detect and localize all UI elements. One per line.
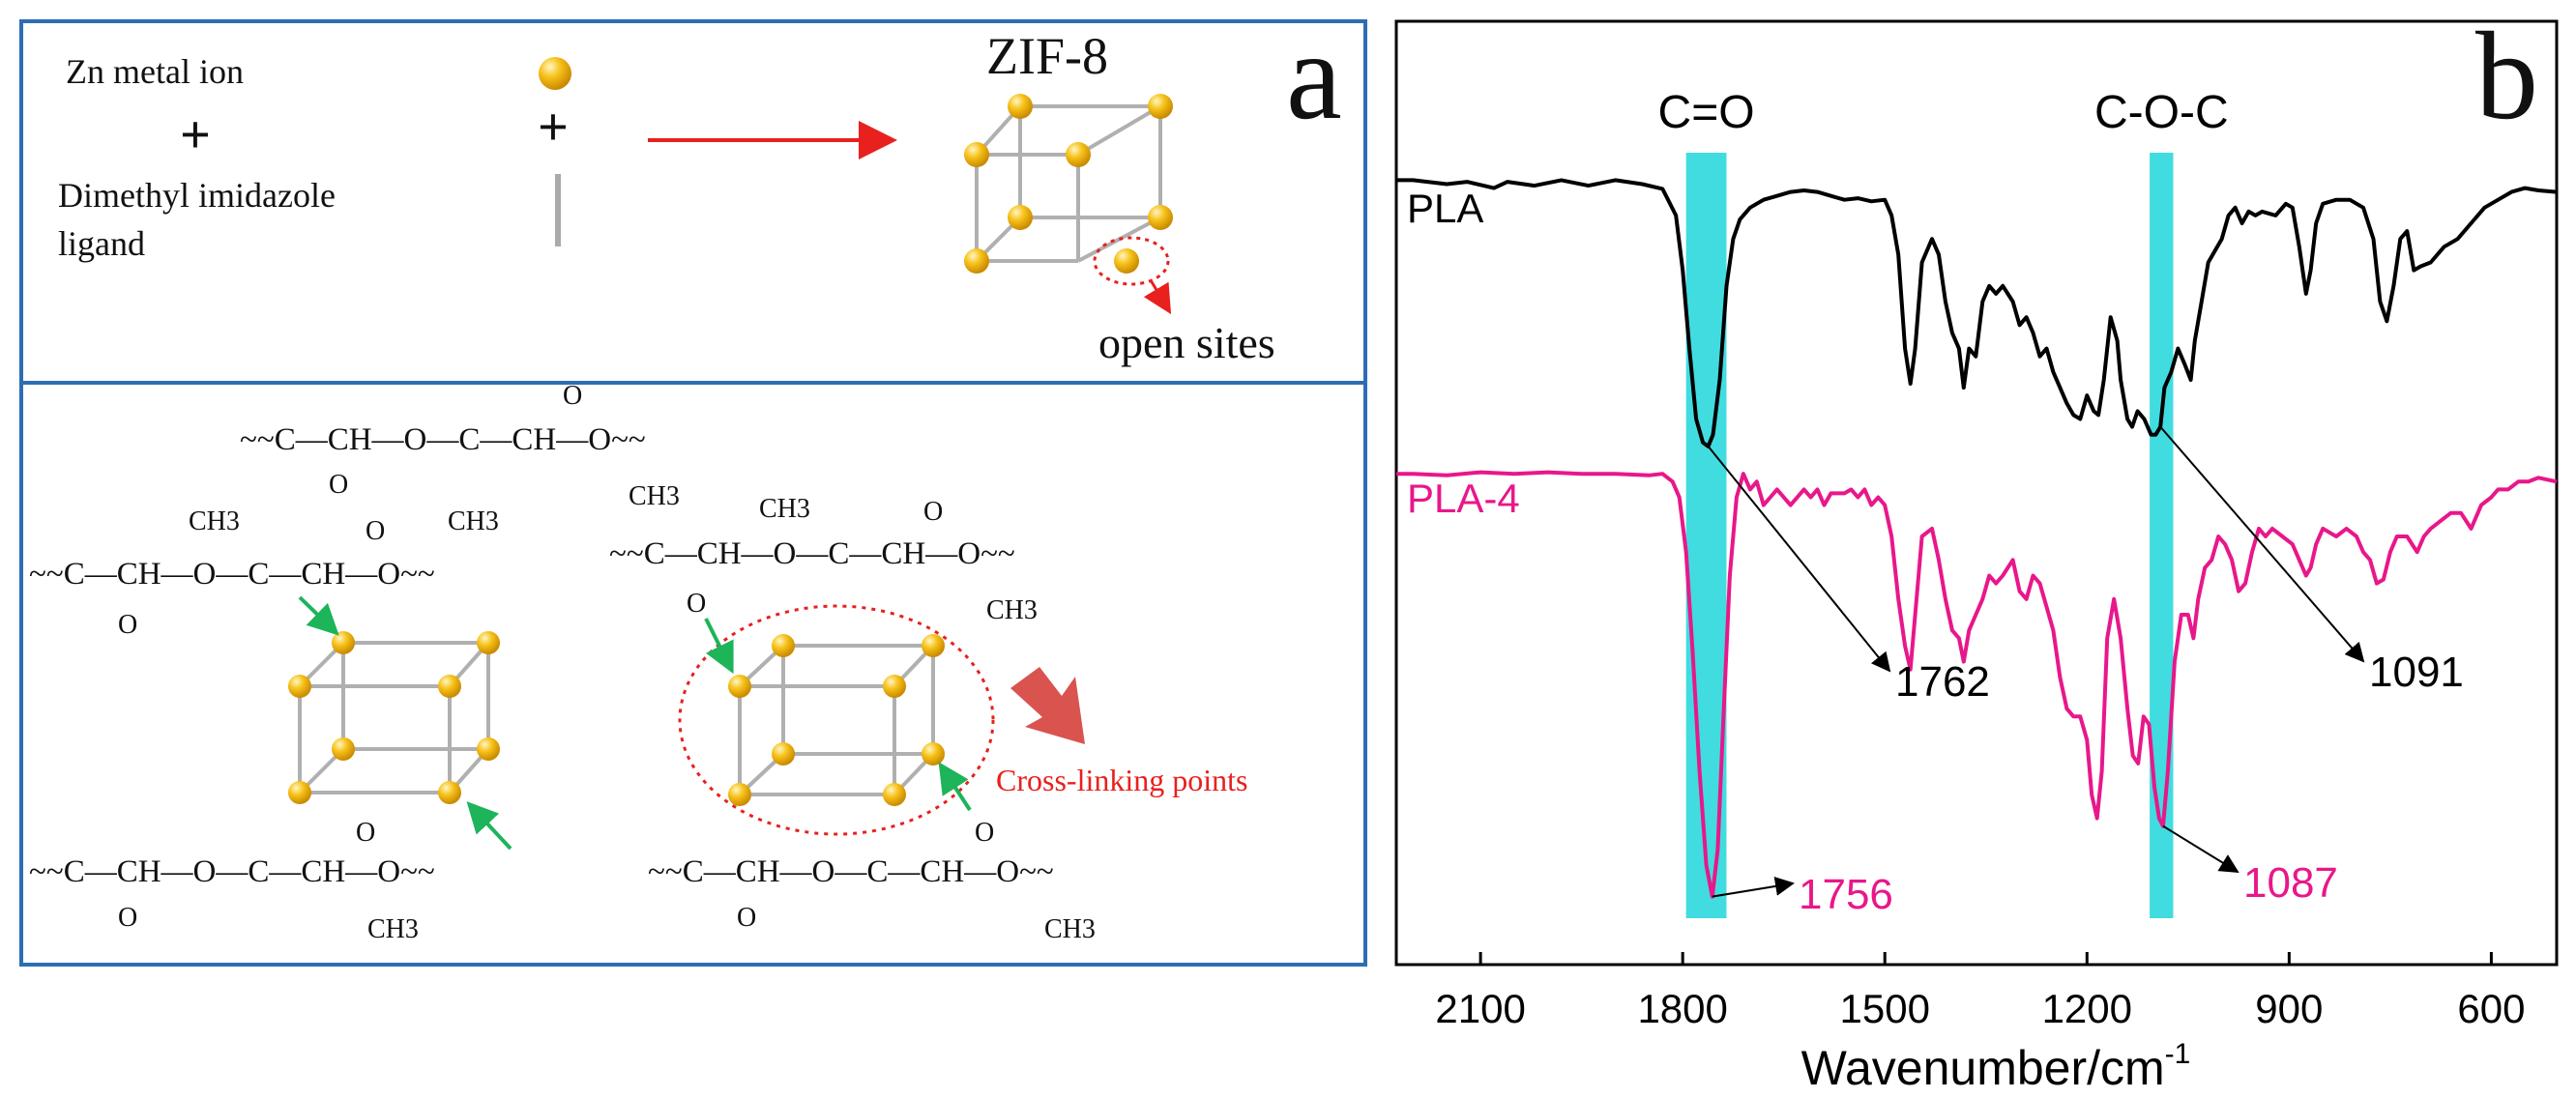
zif8-cube-right-icon	[738, 644, 935, 796]
green-arrow-3	[704, 618, 734, 675]
svg-text:O: O	[356, 818, 375, 848]
annotation-label-0: 1762	[1895, 658, 1990, 706]
series-line-pla-4	[1396, 470, 2558, 899]
annotation-arrow-0	[1707, 446, 1891, 673]
panel-a-bottom-frame	[19, 381, 1367, 967]
zif8-cube-icon	[975, 104, 1162, 263]
crosslink-highlight	[678, 604, 995, 836]
svg-text:CH3: CH3	[1044, 914, 1096, 944]
annotation-arrow-1	[2159, 425, 2365, 663]
annotation-label-2: 1756	[1799, 871, 1893, 918]
open-sites-arrow	[1143, 279, 1172, 315]
x-tick-label-5: 600	[2457, 986, 2525, 1031]
spectrum-curves	[1396, 178, 2558, 899]
pla-chain-2: CH3 CH3 O ~~C—CH—O—C—CH—O~~ O	[29, 506, 499, 640]
peak-annotations: 1762 1091 1756 1087	[1707, 425, 2464, 918]
svg-text:CH3: CH3	[367, 914, 419, 944]
crosslink-arrow-icon	[1010, 667, 1085, 744]
band-label-1: C-O-C	[2094, 87, 2229, 138]
annotation-arrow-3	[2162, 824, 2239, 874]
pla-chain-3: CH3 O ~~C—CH—O—C—CH—O~~ O CH3	[609, 494, 1038, 625]
svg-text:O: O	[366, 516, 385, 546]
chart-frame	[1394, 19, 2559, 967]
crosslink-label: Cross-linking points	[996, 763, 1247, 797]
pla-chain-4: O ~~C—CH—O—C—CH—O~~ O CH3	[29, 818, 435, 944]
annotation-label-1: 1091	[2369, 649, 2464, 696]
green-arrow-2	[466, 801, 512, 851]
pla-chain-5: O ~~C—CH—O—C—CH—O~~ O CH3	[648, 818, 1096, 944]
svg-text:O: O	[329, 470, 348, 500]
svg-text:O: O	[563, 381, 582, 411]
plus-sign: +	[180, 105, 211, 165]
x-tick-label-3: 1200	[2042, 986, 2132, 1031]
svg-text:CH3: CH3	[759, 494, 810, 524]
zn-ion-ball-icon	[539, 57, 571, 90]
svg-text:~~C—CH—O—C—CH—O~~: ~~C—CH—O—C—CH—O~~	[609, 536, 1015, 571]
x-tick-label-4: 900	[2255, 986, 2323, 1031]
svg-text:~~C—CH—O—C—CH—O~~: ~~C—CH—O—C—CH—O~~	[648, 854, 1054, 889]
green-arrow-1	[298, 595, 339, 636]
series-line-pla	[1396, 178, 2558, 448]
zif8-label: ZIF-8	[986, 27, 1108, 85]
zif8-cube-left-nodes	[288, 631, 500, 804]
svg-text:CH3: CH3	[986, 595, 1038, 625]
ligand-label-line2: ligand	[58, 224, 145, 263]
x-tick-label-1: 1800	[1637, 986, 1727, 1031]
svg-text:~~C—CH—O—C—CH—O~~: ~~C—CH—O—C—CH—O~~	[240, 422, 646, 457]
series-label-0: PLA	[1407, 186, 1483, 231]
legend-plus: +	[538, 98, 569, 158]
zn-metal-ion-label: Zn metal ion	[66, 52, 244, 91]
svg-text:O: O	[923, 497, 943, 527]
svg-text:~~C—CH—O—C—CH—O~~: ~~C—CH—O—C—CH—O~~	[29, 854, 435, 889]
zif8-cube-nodes	[964, 94, 1173, 274]
svg-text:CH3: CH3	[189, 506, 240, 536]
zif8-cube-right-nodes	[728, 634, 945, 806]
svg-text:O: O	[687, 589, 706, 619]
svg-text:O: O	[737, 903, 756, 933]
svg-text:CH3: CH3	[629, 481, 680, 511]
open-sites-label: open sites	[1098, 318, 1275, 367]
ligand-label-line1: Dimethyl imidazole	[58, 176, 336, 215]
svg-text:O: O	[975, 818, 994, 848]
panel-a: a Zn metal ion + Dimethyl imidazole liga…	[19, 7, 1367, 967]
svg-text:O: O	[118, 903, 137, 933]
zif8-cube-left-icon	[298, 641, 490, 795]
panel-b-chart: C=O C-O-C 1762 1091 1756 1087 2100 1800 1500 12…	[1394, 7, 2559, 1095]
series-label-1: PLA-4	[1407, 476, 1520, 521]
annotation-arrow-2	[1712, 877, 1795, 898]
svg-text:CH3: CH3	[448, 506, 499, 536]
x-axis-label: Wavenumber/cm-1	[1801, 1038, 2191, 1095]
svg-text:O: O	[118, 610, 137, 640]
x-tick-label-0: 2100	[1435, 986, 1525, 1031]
x-axis-ticks: 2100 1800 1500 1200 900 600	[1435, 952, 2525, 1031]
panel-a-label: a	[1286, 7, 1342, 146]
panel-b-label: b	[2475, 7, 2538, 146]
pla-chain-1: O ~~C—CH—O—C—CH—O~~ O CH3	[240, 381, 680, 511]
series-labels: PLA PLA-4	[1407, 186, 1520, 521]
svg-text:~~C—CH—O—C—CH—O~~: ~~C—CH—O—C—CH—O~~	[29, 557, 435, 592]
band-label-0: C=O	[1658, 87, 1755, 138]
band-1	[2150, 153, 2174, 918]
highlight-bands: C=O C-O-C	[1658, 87, 2229, 918]
green-arrow-4	[938, 762, 972, 812]
annotation-label-3: 1087	[2243, 859, 2338, 907]
open-site-highlight	[1093, 236, 1170, 286]
x-tick-label-2: 1500	[1840, 986, 1930, 1031]
